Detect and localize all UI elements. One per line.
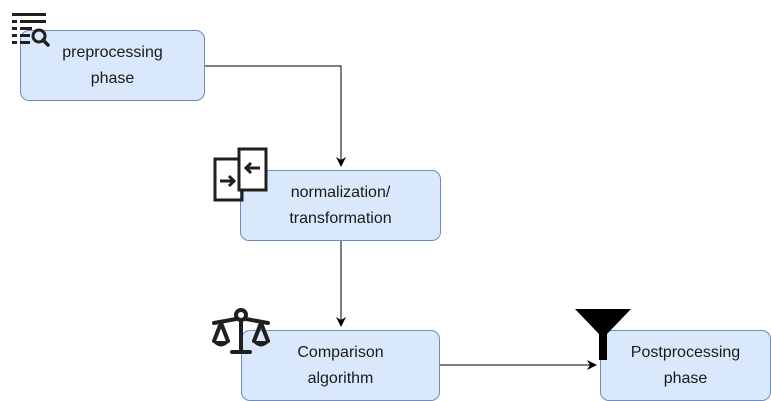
filter-funnel-icon — [575, 309, 631, 360]
node-comparison-label: Comparison algorithm — [297, 343, 384, 387]
node-normalization-label: normalization/ transformation — [289, 183, 392, 227]
transform-arrows-icon — [213, 147, 268, 202]
node-postprocessing-label: Postprocessing phase — [630, 343, 741, 387]
node-preprocessing-label: preprocessing phase — [62, 43, 163, 87]
node-comparison[interactable]: Comparison algorithm — [241, 330, 440, 401]
node-preprocessing[interactable]: preprocessing phase — [20, 30, 205, 101]
node-normalization[interactable]: normalization/ transformation — [240, 170, 441, 241]
scale-balance-icon — [212, 308, 270, 354]
list-search-icon — [12, 13, 50, 47]
edge-preprocessing-to-normalization — [205, 65, 346, 167]
